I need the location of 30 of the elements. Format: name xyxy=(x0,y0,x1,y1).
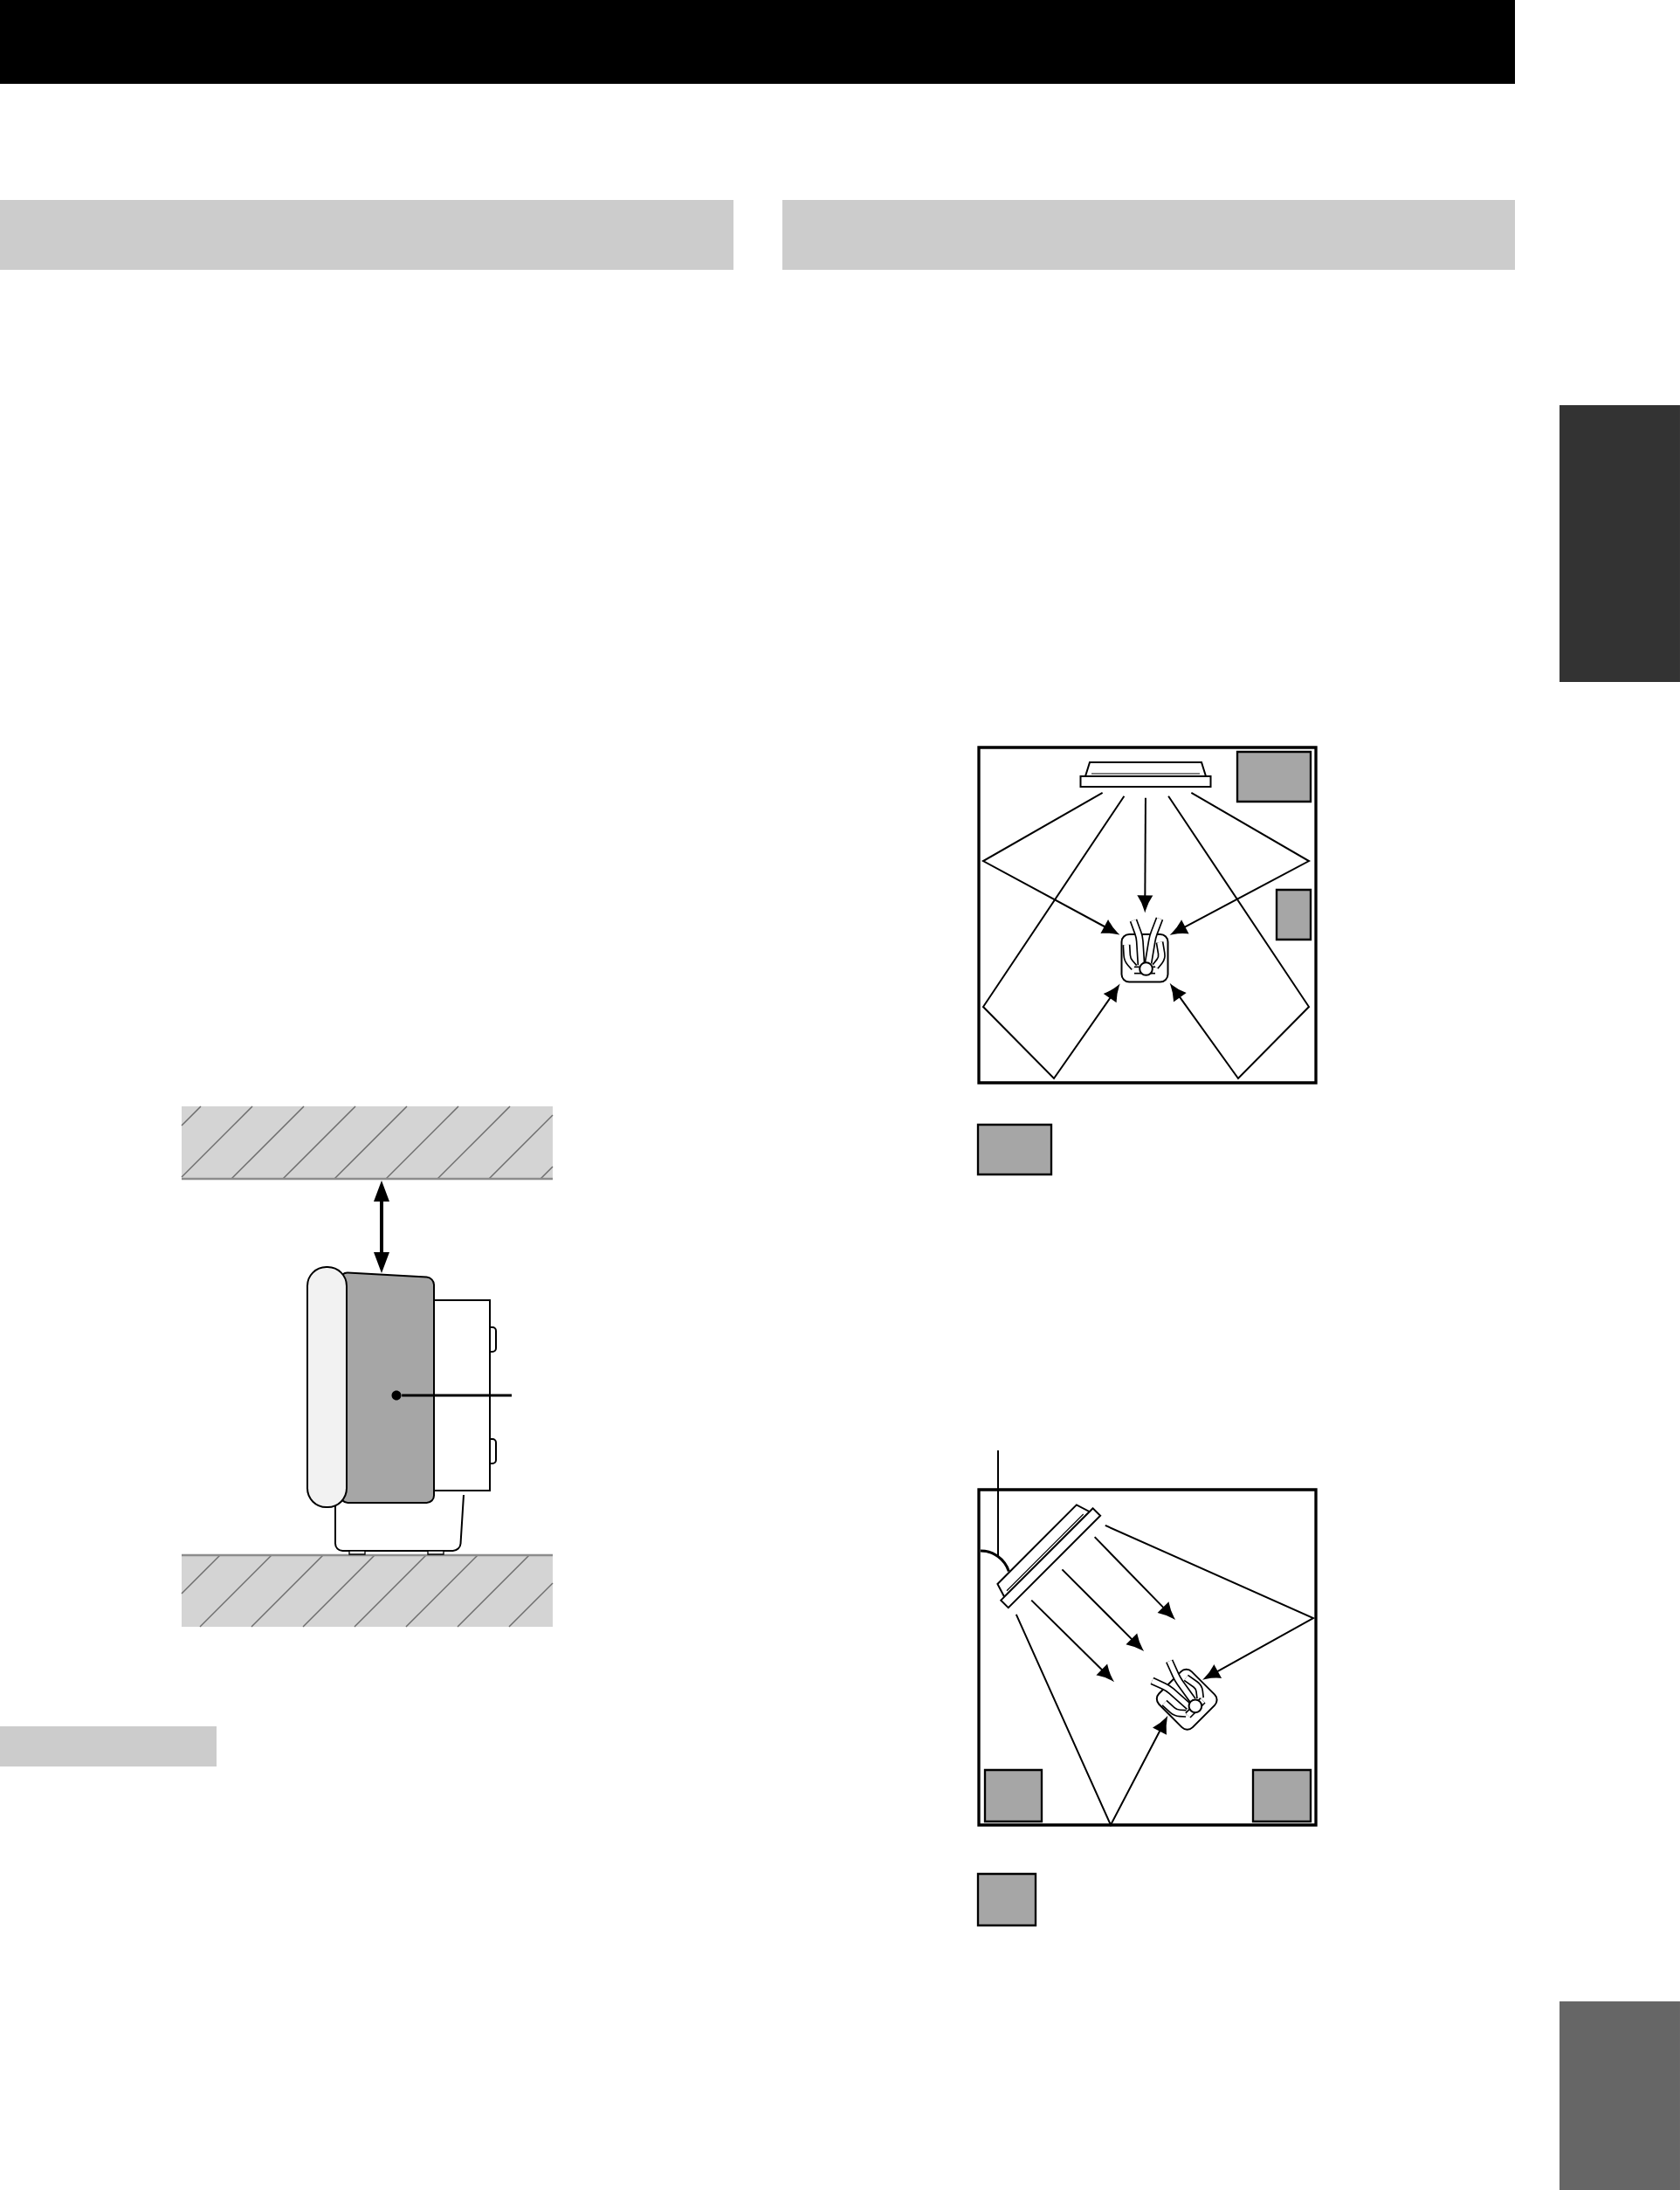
shaded-block xyxy=(983,1768,1043,1823)
arrow xyxy=(1093,1536,1174,1619)
arrow xyxy=(1061,1568,1143,1650)
shaded-block xyxy=(976,1872,1037,1927)
room-outline xyxy=(977,746,1318,1085)
subheading-band xyxy=(0,1726,217,1766)
leader-line xyxy=(402,1394,512,1397)
shaded-block xyxy=(976,1123,1053,1176)
section-heading-band xyxy=(0,200,733,270)
sound-path-arrow xyxy=(1171,791,1312,935)
speaker xyxy=(306,1266,497,1555)
person-icon xyxy=(1120,917,1169,983)
side-tab xyxy=(1560,2001,1680,2190)
arrow xyxy=(1030,1599,1113,1681)
side-tab xyxy=(1560,405,1680,682)
sound-path-arrow xyxy=(1104,1524,1316,1680)
soundbar-icon xyxy=(996,1504,1102,1609)
sound-path-arrow xyxy=(1015,1613,1167,1828)
shaded-block xyxy=(1251,1768,1312,1823)
sound-path-arrow xyxy=(1167,795,1311,1080)
shaded-block xyxy=(1275,888,1312,941)
angle-arc xyxy=(980,1549,1010,1573)
shaded-block xyxy=(1236,750,1312,803)
soundbar-icon xyxy=(1079,761,1212,788)
sound-path-arrow xyxy=(981,791,1119,934)
person-icon xyxy=(1150,1659,1218,1731)
arrow xyxy=(1138,796,1153,911)
room-outline xyxy=(977,1488,1318,1827)
section-heading-band xyxy=(782,200,1515,270)
sound-path-arrow xyxy=(981,795,1126,1080)
